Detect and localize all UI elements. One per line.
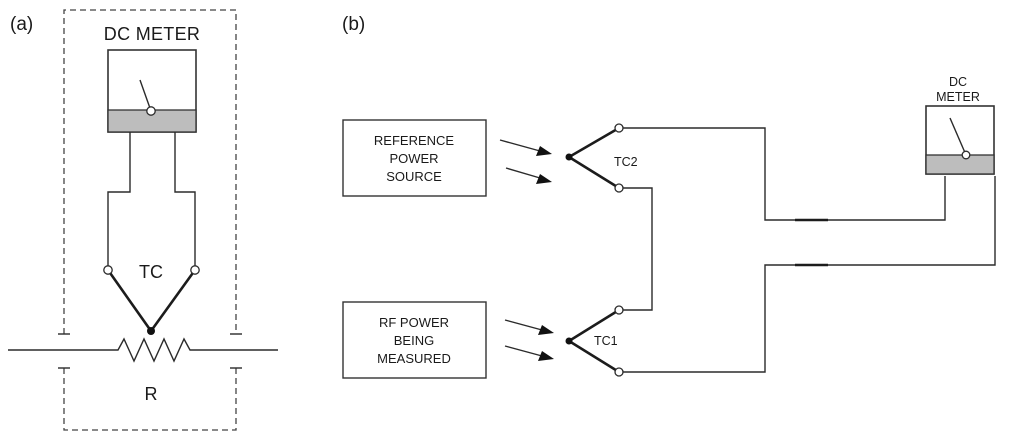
reference-box-line1: REFERENCE: [374, 133, 455, 148]
tc-terminal-left-a: [103, 265, 113, 275]
tc-terminal-right-a: [190, 265, 200, 275]
rf-box-line2: BEING: [394, 333, 434, 348]
thermocouple-tc2: [566, 126, 620, 190]
tc1-terminal-top: [614, 305, 624, 315]
rf-box-line3: MEASURED: [377, 351, 451, 366]
reference-box-line3: SOURCE: [386, 169, 442, 184]
meter-pivot-b: [961, 150, 971, 160]
panel-a-label: (a): [10, 14, 33, 35]
meter-pivot-a: [146, 106, 156, 116]
meter-scale-b: [925, 154, 995, 175]
tc1-junction: [565, 337, 573, 345]
tc2-terminal-top: [614, 123, 624, 133]
tc1-label: TC1: [594, 334, 618, 348]
tc-junction-a: [147, 327, 155, 335]
tc1-to-meter-wire: [623, 176, 996, 373]
panel-a-enclosure-bottom: [63, 368, 237, 431]
meter-needle-b: [949, 117, 967, 156]
lead-right-a: [174, 132, 196, 268]
panel-a-enclosure-top: [63, 9, 237, 334]
dc-meter-label-b-line2: METER: [936, 90, 980, 104]
panel-b-label: (b): [342, 14, 365, 35]
tc-label-a: TC: [139, 262, 163, 282]
meter-needle-a: [139, 79, 152, 112]
tc2-junction: [565, 153, 573, 161]
resistor-label: R: [145, 384, 158, 404]
tc-series-wire: [623, 187, 653, 311]
lead-left-a: [107, 132, 131, 268]
reference-box-line2: POWER: [389, 151, 438, 166]
arrows-to-tc2: [499, 139, 552, 184]
tc2-terminal-bottom: [614, 183, 624, 193]
resistor-r: [8, 337, 278, 363]
reference-power-box: [342, 119, 487, 197]
rf-power-box: [342, 301, 487, 379]
dc-meter-a: [107, 49, 197, 133]
tc2-label: TC2: [614, 155, 638, 169]
dc-meter-b: [925, 105, 995, 175]
dc-meter-label-b-line1: DC: [949, 75, 967, 89]
tc1-terminal-bottom: [614, 367, 624, 377]
rf-box-line1: RF POWER: [379, 315, 449, 330]
dc-meter-label-a: DC METER: [104, 24, 200, 44]
tc2-to-meter-wire: [623, 127, 946, 221]
arrows-to-tc1: [504, 319, 554, 361]
